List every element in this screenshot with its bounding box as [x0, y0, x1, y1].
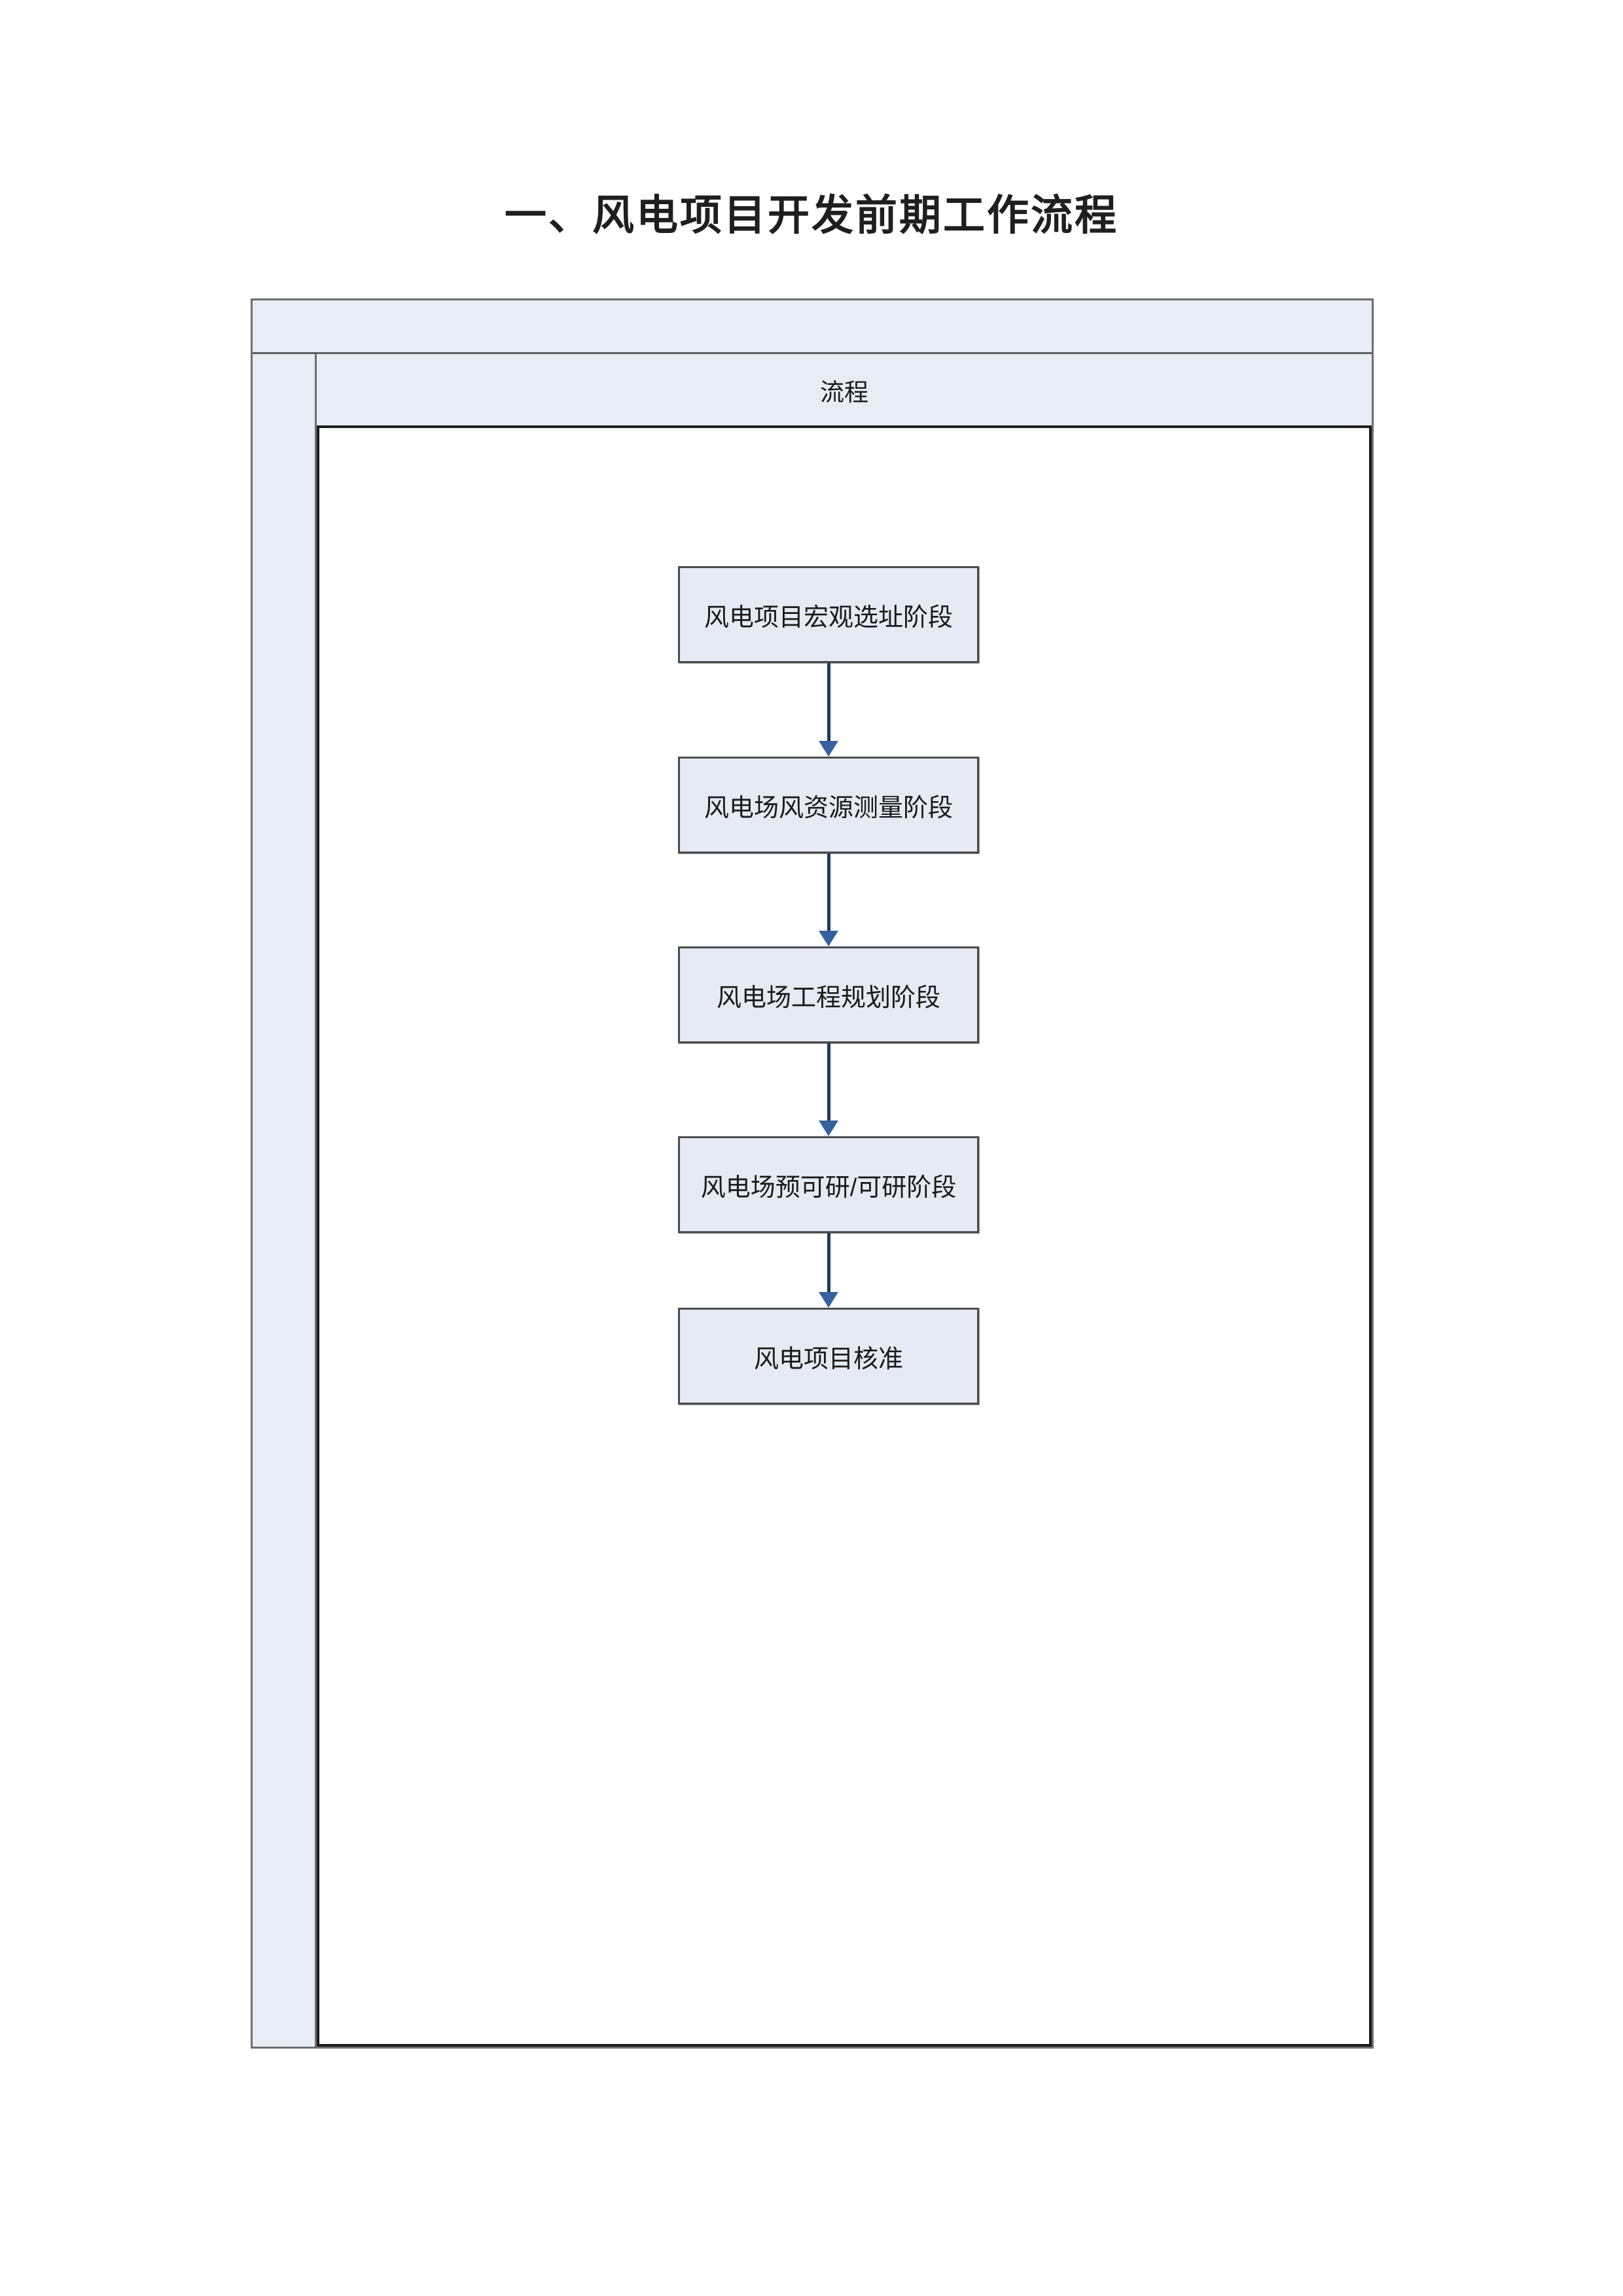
lane-header-label: 流程	[820, 378, 868, 406]
flow-arrow	[818, 853, 839, 946]
arrow-head-icon	[819, 1292, 838, 1308]
flow-step-label: 风电场风资源测量阶段	[704, 794, 953, 822]
flowchart-frame: 流程 风电项目宏观选址阶段 风电场风资源测量阶段	[251, 298, 1374, 2049]
arrow-shaft	[827, 1233, 830, 1293]
arrow-head-icon	[819, 741, 838, 757]
left-lane	[253, 354, 315, 2047]
flowchart-canvas: 风电项目宏观选址阶段 风电场风资源测量阶段 风电场工程规划阶段	[317, 425, 1372, 2047]
lane-header: 流程	[317, 354, 1372, 425]
flow-step-label: 风电项目宏观选址阶段	[704, 603, 953, 632]
flow-step-feasibility-study: 风电场预可研/可研阶段	[678, 1136, 979, 1233]
flow-step-label: 风电项目核准	[753, 1345, 903, 1373]
arrow-head-icon	[819, 1121, 838, 1136]
flow-column: 流程 风电项目宏观选址阶段 风电场风资源测量阶段	[315, 354, 1372, 2047]
flow-arrow	[818, 663, 839, 757]
flow-step-project-approval: 风电项目核准	[678, 1308, 979, 1405]
page-title: 一、风电项目开发前期工作流程	[505, 192, 1118, 239]
frame-top-band	[253, 300, 1372, 354]
flow-step-label: 风电场预可研/可研阶段	[700, 1174, 957, 1202]
flow-step-wind-measurement: 风电场风资源测量阶段	[678, 757, 979, 853]
arrow-head-icon	[819, 931, 838, 946]
flow-step-engineering-planning: 风电场工程规划阶段	[678, 946, 979, 1043]
flow-arrow	[818, 1233, 839, 1308]
frame-body-row: 流程 风电项目宏观选址阶段 风电场风资源测量阶段	[253, 354, 1372, 2047]
flow-arrow	[818, 1043, 839, 1136]
arrow-shaft	[827, 1043, 830, 1122]
flow-step-site-selection: 风电项目宏观选址阶段	[678, 566, 979, 663]
flow-step-label: 风电场工程规划阶段	[716, 984, 940, 1012]
arrow-shaft	[827, 853, 830, 932]
arrow-shaft	[827, 663, 830, 742]
